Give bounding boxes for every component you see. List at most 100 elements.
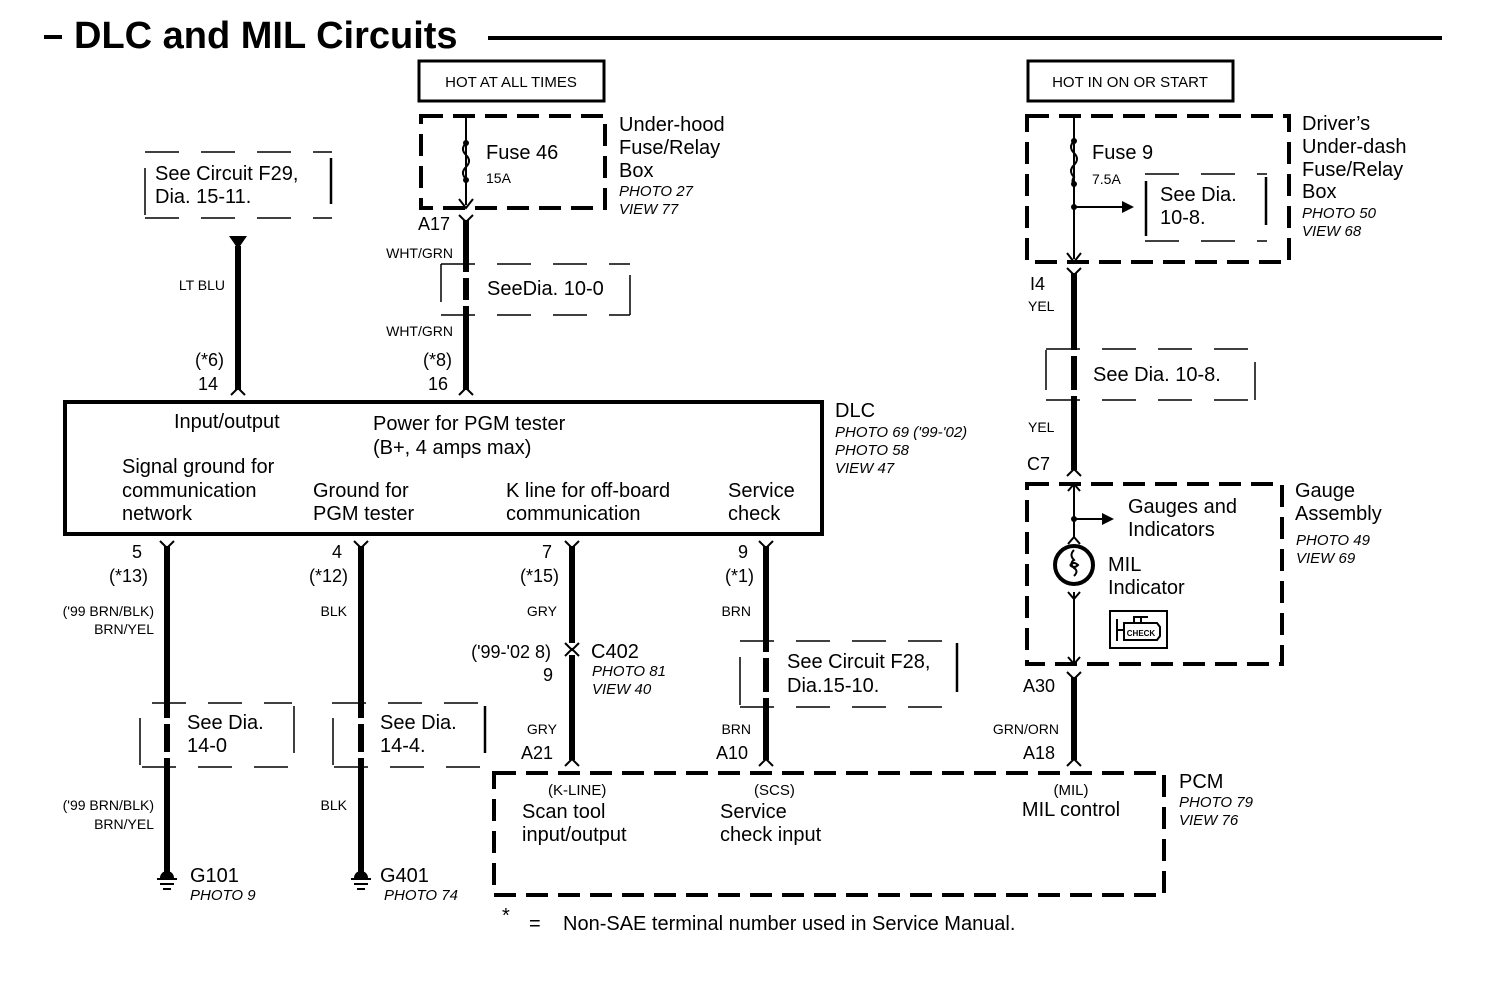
underdash-box-photo: PHOTO 50 bbox=[1302, 205, 1377, 222]
check-engine-icon: CHECK bbox=[1109, 610, 1168, 649]
reference-label-line2[interactable]: 10-8. bbox=[1160, 207, 1206, 229]
dlc-pin9-desc-2: check bbox=[728, 503, 781, 525]
dlc-pin4-desc-1: Ground for bbox=[313, 480, 409, 502]
power-label-box bbox=[1026, 59, 1235, 103]
underdash-box-name-3: Fuse/Relay bbox=[1302, 159, 1403, 181]
dlc-pin16-desc-1: Power for PGM tester bbox=[373, 413, 566, 435]
reference-circuit-f29[interactable]: See Circuit F29, Dia. 15-11. bbox=[144, 151, 333, 219]
svg-text:CHECK: CHECK bbox=[1127, 629, 1156, 638]
wire-blk: 4 (*12) BLK BLK G401 PHOTO 74 bbox=[309, 540, 458, 904]
terminal-i4: I4 bbox=[1030, 274, 1045, 294]
gauge-assembly: Gauges and Indicators MIL Indicator CHEC… bbox=[1025, 480, 1382, 666]
underhood-box-name-2: Fuse/Relay bbox=[619, 137, 720, 159]
wire-color-label: GRY bbox=[527, 721, 558, 737]
reference-dia-10-8-inner[interactable]: See Dia. 10-8. bbox=[1144, 173, 1268, 242]
c402-photo: PHOTO 81 bbox=[592, 663, 666, 680]
fuse46-rating: 15A bbox=[486, 170, 512, 186]
reference-dia-14-4[interactable]: See Dia. 14-4. bbox=[332, 702, 487, 768]
reference-label-line1[interactable]: See Dia. bbox=[187, 712, 264, 734]
terminal-a17: A17 bbox=[418, 214, 450, 234]
footnote-symbol: * bbox=[502, 905, 510, 927]
reference-label[interactable]: SeeDia. 10-0 bbox=[487, 278, 604, 300]
dlc-pin5-alt: (*13) bbox=[109, 566, 148, 586]
gauge-assembly-view: VIEW 69 bbox=[1296, 550, 1356, 567]
arrow-down-icon bbox=[458, 198, 474, 210]
wire-brn: 9 (*1) BRN BRN A10 bbox=[716, 540, 774, 767]
pcm-kline-desc-2: input/output bbox=[522, 824, 627, 846]
reference-circuit-f28[interactable]: See Circuit F28, Dia.15-10. bbox=[739, 640, 959, 708]
reference-label-line1[interactable]: See Circuit F28, bbox=[787, 651, 930, 673]
dlc-pin9: 9 bbox=[738, 542, 748, 562]
c402-name: C402 bbox=[591, 641, 639, 663]
wire-color-label: YEL bbox=[1028, 298, 1055, 314]
connector-male-icon bbox=[230, 386, 246, 396]
underdash-fuse-box: Fuse 9 7.5A See Dia. 10-8. Driver’s Unde… bbox=[1025, 113, 1407, 264]
arrow-down-icon bbox=[1066, 252, 1082, 264]
wire-color-label: BLK bbox=[321, 603, 348, 619]
c402-pin-lower: 9 bbox=[543, 665, 553, 685]
pcm-scs-desc-1: Service bbox=[720, 801, 787, 823]
mil-bulb-icon bbox=[1053, 544, 1095, 586]
gauges-indicators-1: Gauges and bbox=[1128, 496, 1237, 518]
dlc-box bbox=[63, 400, 824, 536]
dlc-pin16-alt: (*8) bbox=[423, 350, 452, 370]
reference-label-line1[interactable]: See Circuit F29, bbox=[155, 163, 298, 185]
reference-label-line2[interactable]: Dia. 15-11. bbox=[155, 186, 251, 208]
dlc-pin4-desc-2: PGM tester bbox=[313, 503, 414, 525]
dlc-photo-2: PHOTO 58 bbox=[835, 442, 910, 459]
underhood-box-name-3: Box bbox=[619, 160, 653, 182]
fuse9-rating: 7.5A bbox=[1092, 171, 1121, 187]
fuse46-icon bbox=[462, 140, 470, 183]
power-source-hot-at-all-times: HOT AT ALL TIMES bbox=[417, 59, 606, 103]
dlc-name: DLC bbox=[835, 400, 875, 422]
wire-gry: 7 (*15) GRY ('99-'02 8) 9 C402 PHOTO 81 … bbox=[471, 540, 666, 767]
reference-dia-10-0[interactable]: SeeDia. 10-0 bbox=[440, 263, 631, 316]
power-label-box bbox=[417, 59, 606, 103]
pcm-scs-desc-2: check input bbox=[720, 824, 822, 846]
pcm-terminal-a21: A21 bbox=[521, 743, 553, 763]
wire-color-label: LT BLU bbox=[179, 277, 225, 293]
wire-color-label: WHT/GRN bbox=[386, 323, 453, 339]
wire-grn-orn: A30 GRN/ORN A18 bbox=[993, 671, 1082, 767]
fuse46-name: Fuse 46 bbox=[486, 142, 558, 164]
connector-male-icon bbox=[758, 757, 774, 767]
reference-dia-10-8[interactable]: See Dia. 10-8. bbox=[1045, 348, 1256, 401]
pcm-scs-code: (SCS) bbox=[754, 782, 795, 799]
pcm-kline-code: (K-LINE) bbox=[548, 782, 606, 799]
gauge-assembly-name-1: Gauge bbox=[1295, 480, 1355, 502]
fuse9-name: Fuse 9 bbox=[1092, 142, 1153, 164]
dlc-pin5: 5 bbox=[132, 542, 142, 562]
terminal-c7: C7 bbox=[1027, 454, 1050, 474]
reference-label-line2[interactable]: 14-0 bbox=[187, 735, 227, 757]
arrow-right-icon bbox=[1102, 513, 1114, 525]
dlc-pin5-desc-3: network bbox=[122, 503, 193, 525]
pcm-mil-desc: MIL control bbox=[1022, 799, 1120, 821]
power-source-hot-in-on-or-start: HOT IN ON OR START bbox=[1026, 59, 1235, 103]
reference-label-line2[interactable]: Dia.15-10. bbox=[787, 675, 879, 697]
underdash-box-name-4: Box bbox=[1302, 181, 1336, 203]
wire-color-label: GRN/ORN bbox=[993, 721, 1059, 737]
wire-color-label: ('99 BRN/BLK) bbox=[63, 603, 154, 619]
terminal-a30: A30 bbox=[1023, 676, 1055, 696]
wire-color-label: BRN/YEL bbox=[94, 816, 154, 832]
wire-color-label: BRN bbox=[721, 603, 751, 619]
dlc-pin4-alt: (*12) bbox=[309, 566, 348, 586]
wire-yel: I4 YEL YEL C7 bbox=[1027, 267, 1082, 477]
reference-dia-14-0[interactable]: See Dia. 14-0 bbox=[139, 702, 295, 768]
dlc-pin7-desc-2: communication bbox=[506, 503, 641, 525]
arrow-down-icon bbox=[229, 236, 247, 249]
connector-male-icon bbox=[458, 386, 474, 396]
reference-label-line2[interactable]: 14-4. bbox=[380, 735, 426, 757]
dlc-pin7-alt: (*15) bbox=[520, 566, 559, 586]
inline-connector-c402-icon bbox=[564, 642, 580, 657]
reference-label-line1[interactable]: See Dia. bbox=[380, 712, 457, 734]
ground-g101-photo: PHOTO 9 bbox=[190, 887, 256, 904]
c402-pin-upper: ('99-'02 8) bbox=[471, 642, 551, 662]
reference-label[interactable]: See Dia. 10-8. bbox=[1093, 364, 1221, 386]
pcm-kline-desc-1: Scan tool bbox=[522, 801, 605, 823]
power-label: HOT IN ON OR START bbox=[1052, 74, 1208, 91]
reference-label-line1[interactable]: See Dia. bbox=[1160, 184, 1237, 206]
gauges-indicators-2: Indicators bbox=[1128, 519, 1215, 541]
dlc-pin14-alt: (*6) bbox=[195, 350, 224, 370]
